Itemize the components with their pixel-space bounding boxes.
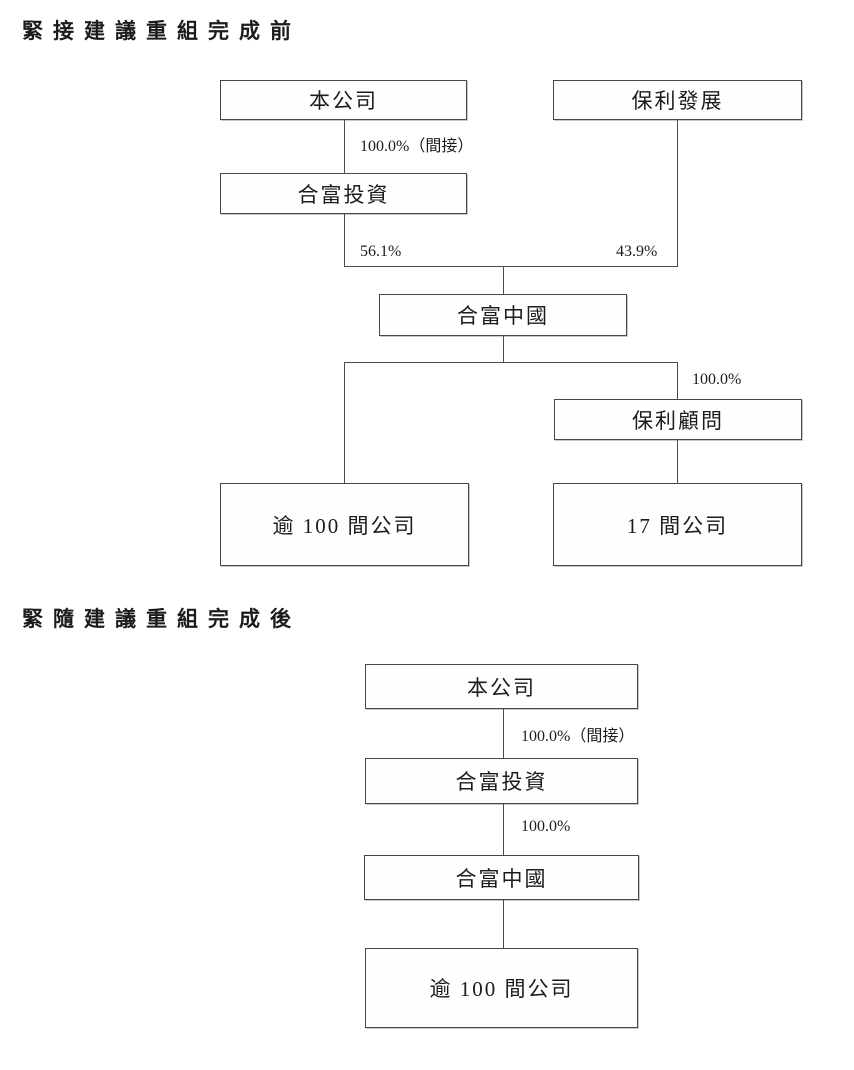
heading-after-reorg: 緊隨建議重組完成後 [22, 608, 301, 631]
node-label: 保利顧問 [632, 408, 724, 433]
node-label: 17 間公司 [626, 513, 729, 538]
node-label: 合富中國 [455, 866, 548, 891]
connector-poly-developments-to-china [677, 120, 678, 266]
connector-china-to-over-100-companies-before [344, 362, 345, 483]
node-label: 逾 100 間公司 [272, 513, 417, 538]
ownership-label-investment-to-china-before: 56.1% [360, 243, 402, 260]
connector-investment-to-china-before [344, 214, 345, 266]
connector-junction-top-china [344, 266, 678, 267]
connector-china-to-poly-consultant [677, 362, 678, 399]
ownership-label-company-to-investment-before: 100.0%（間接） [360, 138, 474, 155]
node-over-100-companies-after: 逾 100 間公司 [365, 948, 638, 1028]
ownership-label-company-to-investment-after: 100.0%（間接） [521, 728, 635, 745]
node-label: 本公司 [467, 675, 536, 700]
connector-china-drop-to-junction [503, 336, 504, 363]
connector-investment-to-china-after [503, 804, 504, 855]
node-label: 保利發展 [631, 89, 724, 113]
node-poly-developments: 保利發展 [553, 80, 802, 120]
ownership-label-china-to-poly-consultant: 100.0% [692, 371, 742, 388]
node-label: 合富投資 [455, 770, 548, 794]
node-company-after: 本公司 [365, 664, 638, 709]
node-hopefluent-investment-after: 合富投資 [365, 758, 638, 804]
heading-before-reorg: 緊接建議重組完成前 [22, 20, 301, 43]
node-label: 合富中國 [457, 304, 549, 328]
node-company-before: 本公司 [220, 80, 467, 120]
connector-poly-consultant-to-17-companies [677, 440, 678, 483]
node-hopefluent-china-after: 合富中國 [364, 855, 639, 900]
node-seventeen-companies: 17 間公司 [553, 483, 802, 566]
connector-china-to-over-100-companies-after [503, 900, 504, 948]
ownership-label-investment-to-china-after: 100.0% [521, 818, 571, 835]
ownership-label-poly-developments-to-china: 43.9% [616, 243, 658, 260]
node-label: 逾 100 間公司 [429, 977, 574, 1001]
node-over-100-companies-before: 逾 100 間公司 [220, 483, 469, 566]
node-label: 本公司 [309, 89, 378, 113]
connector-company-to-investment-before [344, 120, 345, 173]
connector-company-to-investment-after [503, 709, 504, 758]
connector-junction-drop-to-china [503, 266, 504, 294]
node-hopefluent-investment-before: 合富投資 [220, 173, 467, 214]
node-hopefluent-china-before: 合富中國 [379, 294, 627, 336]
node-poly-consultant: 保利顧問 [554, 399, 802, 440]
connector-junction-below-china [344, 362, 678, 363]
node-label: 合富投資 [297, 182, 390, 207]
